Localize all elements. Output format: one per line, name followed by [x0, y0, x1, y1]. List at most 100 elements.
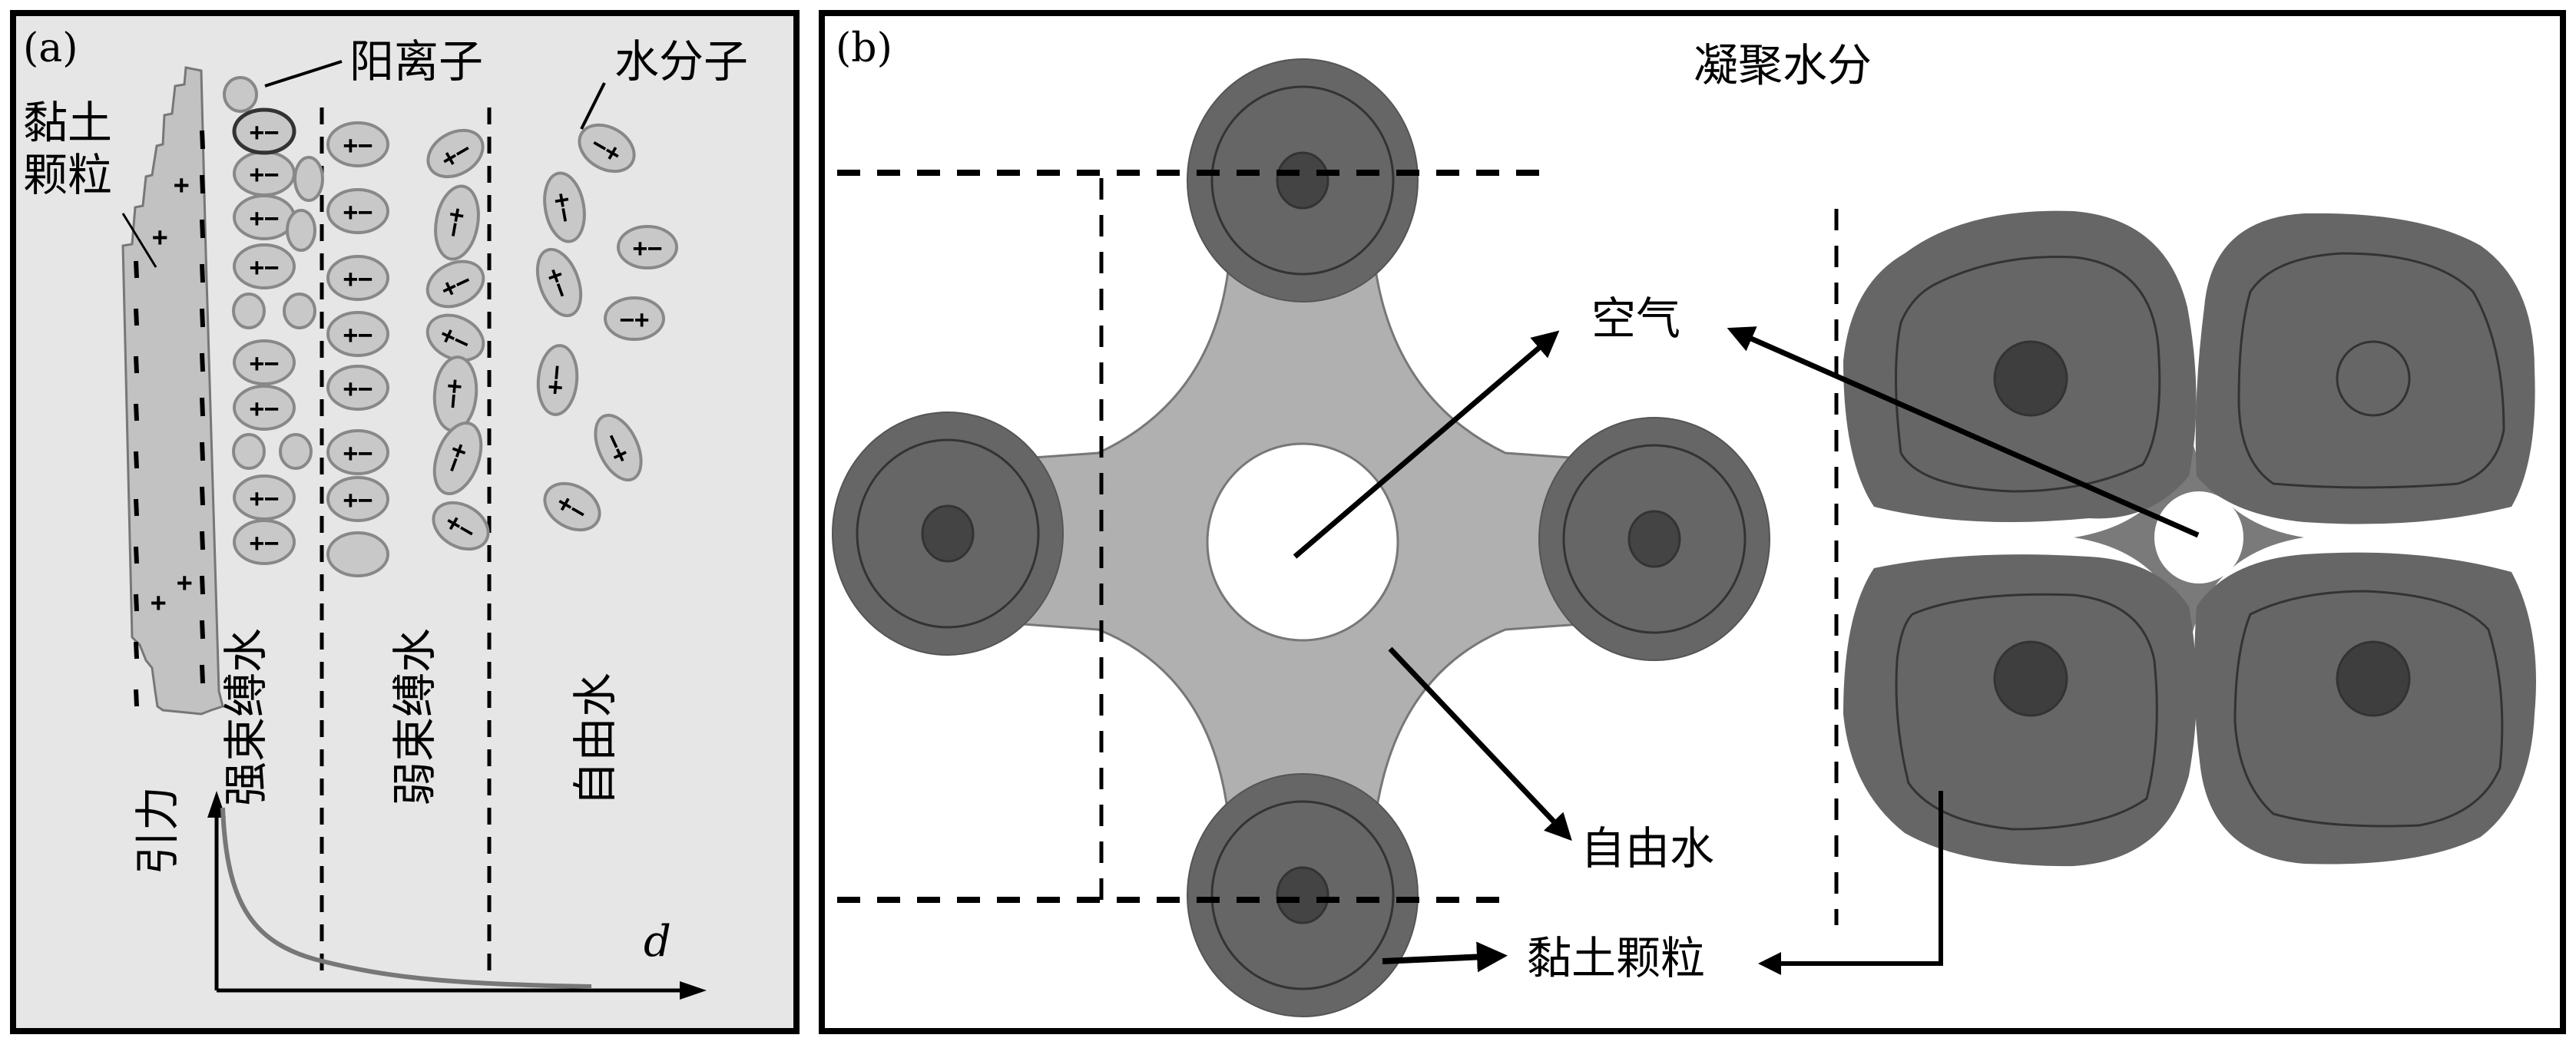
bound-water-boundaries [1895, 252, 2505, 831]
clay-core [1993, 640, 2068, 717]
water-molecule: +− [535, 247, 583, 318]
dipole-charges: +− [439, 206, 473, 240]
water-molecule: +− [233, 474, 296, 521]
panel-a-label: (a) [23, 25, 78, 71]
x-axis-arrowhead [680, 981, 707, 1000]
plus-charge: + [174, 170, 189, 200]
clay-core [921, 504, 975, 563]
water-molecule: +− [432, 421, 483, 496]
dipole-charges: +− [250, 117, 280, 147]
dipole-charges: +− [250, 160, 280, 189]
dipole-charges: +− [343, 131, 373, 160]
x-axis-label: d [644, 917, 671, 967]
air-pore-condensed [2154, 491, 2243, 584]
bound-water-outline [2233, 590, 2504, 828]
bound-water-outline [2237, 252, 2505, 489]
dipole-charges: +− [250, 528, 280, 557]
clay-particle-label-b: 黏土颗粒 [1527, 932, 1705, 984]
free-water-label: 自由水 [1581, 822, 1714, 874]
negative-charge [200, 352, 205, 372]
negative-charge [200, 397, 205, 417]
negative-charge [134, 593, 139, 612]
water-molecule: +− [233, 385, 296, 431]
water-molecule: +− [543, 481, 601, 532]
water-molecule-label-leader [580, 82, 606, 130]
water-molecule-label: 水分子 [614, 35, 748, 88]
negative-charge [200, 620, 205, 640]
negative-charge [200, 130, 205, 150]
bound-water-boundary [1562, 444, 1747, 634]
water-molecule: +− [326, 255, 389, 301]
dipole-charges: +− [343, 485, 373, 514]
attraction-graph: 引力 d [131, 786, 707, 1000]
air-label: 空气 [1591, 293, 1680, 345]
cation [326, 531, 389, 577]
bound-water-outline [1895, 593, 2158, 831]
negative-charge [134, 355, 139, 374]
water-molecule: −+ [536, 344, 579, 416]
bound-water-outline [1895, 255, 2161, 493]
negative-charge [200, 664, 205, 684]
clay-core [1276, 151, 1329, 210]
dipole-charges: +− [439, 378, 470, 410]
dipole-charges: +− [250, 394, 280, 423]
panel-a: (a) + + + + 黏土 颗粒 阳离子 水分子 +−+−+−+−+−+−+−… [10, 10, 800, 1034]
water-molecule: +− [326, 121, 389, 167]
clay-particle-arrow-right [1758, 791, 1943, 975]
water-molecule-highlight [232, 107, 296, 155]
negative-charge [200, 486, 205, 506]
attraction-curve [220, 807, 592, 989]
plus-charge: + [177, 567, 192, 598]
clay-particle-with-bound-water [1187, 58, 1419, 302]
water-molecule: +− [326, 188, 389, 234]
water-molecule: +− [326, 476, 389, 522]
negative-charge [200, 441, 205, 461]
air-arrow-from-condensed-pore [1727, 326, 2200, 538]
clay-core [1993, 340, 2068, 417]
clay-particle-with-bound-water [1538, 417, 1770, 661]
zone-label-strong-bound-water: 强束缚水 [220, 628, 272, 806]
water-molecule: +− [432, 355, 478, 432]
cation [232, 293, 266, 329]
clay-particles [832, 58, 1770, 1017]
negative-charge [200, 219, 205, 239]
clay-plus-charges: + + + + [151, 170, 192, 618]
dipole-charges: +− [343, 320, 373, 349]
clay-particle-with-bound-water [1187, 773, 1419, 1017]
negative-charge [200, 263, 205, 283]
cation [286, 209, 316, 252]
negative-charge [200, 174, 205, 194]
clay-particle-with-bound-water [832, 412, 1064, 656]
cation-label: 阳离子 [349, 35, 483, 88]
dipole-charges: +− [343, 438, 373, 468]
bound-water-boundary [1210, 85, 1395, 276]
clay-aggregate-top-right [2195, 213, 2535, 524]
water-molecule: +− [233, 339, 296, 385]
cation [293, 156, 324, 202]
bound-water-boundary [856, 438, 1040, 629]
water-molecule: +− [326, 365, 389, 411]
water-molecule: +− [426, 128, 485, 179]
water-molecule: +− [425, 260, 485, 309]
dipole-charges: +− [343, 264, 373, 293]
bound-water-boundary [1210, 800, 1395, 990]
dipole-charges: +− [250, 484, 280, 513]
dipole-charges: +− [343, 374, 373, 403]
water-molecule: +− [233, 194, 296, 240]
condensed-cluster [1843, 210, 2536, 867]
clay-core [1276, 866, 1329, 924]
plus-charge: + [152, 222, 167, 253]
dipole-charges: +− [250, 349, 280, 378]
clay-core-outline [2336, 340, 2411, 417]
clay-particle-label: 颗粒 [23, 149, 112, 201]
negative-charge [134, 451, 139, 469]
water-molecule: −+ [594, 413, 643, 482]
negative-charge [200, 531, 205, 550]
clay-particle [121, 66, 224, 716]
air-pore [1206, 442, 1399, 642]
plus-charge: + [151, 587, 166, 618]
negative-charge [134, 641, 139, 660]
clay-core [2336, 640, 2411, 717]
water-molecule: −+ [604, 296, 665, 341]
clay-particle-arrow-left [1382, 941, 1508, 973]
